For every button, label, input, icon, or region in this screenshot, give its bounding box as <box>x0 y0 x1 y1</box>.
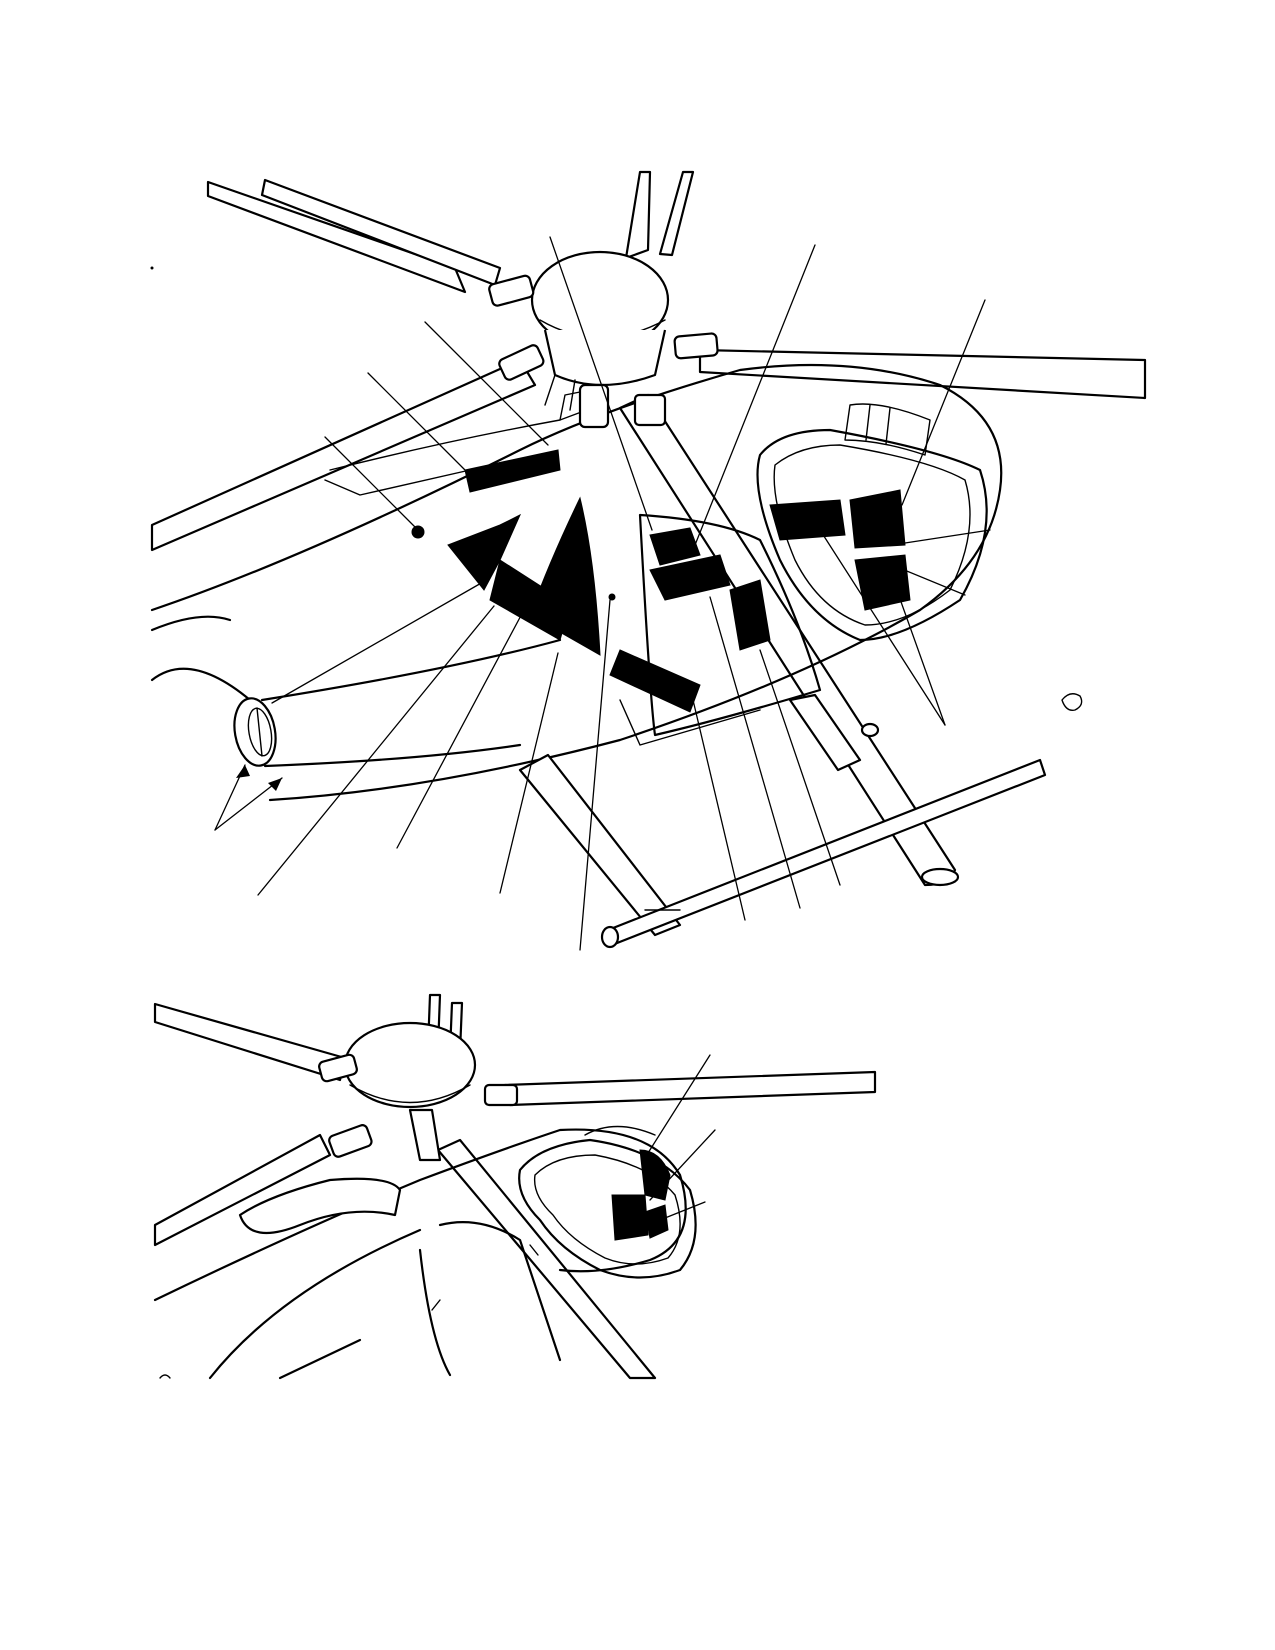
lower-view <box>153 993 877 1380</box>
lower-panel-3 <box>644 1204 669 1239</box>
blade-upper-left <box>206 180 467 294</box>
lower-black-panels <box>611 1149 671 1241</box>
lower-intake <box>238 1177 402 1235</box>
lower-panel-2 <box>611 1194 649 1241</box>
upper-leader-lines <box>214 236 991 951</box>
upper-landing-gear <box>518 693 1047 949</box>
upper-black-panels <box>411 449 911 713</box>
upper-rotor-hub <box>488 250 719 429</box>
panel-10 <box>849 489 906 549</box>
panel-5 <box>649 527 701 566</box>
upper-fuselage <box>150 363 1003 802</box>
lower-blade-left <box>153 1002 347 1082</box>
lower-leader-lines <box>647 1054 716 1221</box>
upper-rotor-blades <box>150 170 1147 887</box>
panel-11 <box>854 554 911 611</box>
canopy-outline <box>756 428 988 642</box>
blade-upper-left-2 <box>260 178 502 287</box>
panel-2 <box>447 513 522 591</box>
blade-tip-end <box>920 867 960 887</box>
blade-lower-right <box>618 393 957 887</box>
lower-fuselage <box>153 1125 697 1380</box>
panel-8 <box>609 649 701 713</box>
panel-1 <box>464 449 561 493</box>
speck <box>150 266 154 270</box>
lower-rotor-blades <box>153 993 877 1380</box>
lower-door <box>418 1221 562 1377</box>
blade-top-2 <box>658 170 695 257</box>
tail-boom-rim <box>233 697 277 767</box>
upper-view <box>150 170 1147 951</box>
skid-tube <box>606 758 1047 947</box>
panel-6 <box>649 554 731 601</box>
lower-blade-pole <box>436 1138 657 1380</box>
lower-panel-1 <box>639 1149 671 1201</box>
small-mark <box>1061 693 1083 711</box>
lower-blade-right <box>503 1070 877 1107</box>
panel-7 <box>729 579 771 651</box>
lower-hub-dome <box>343 1021 477 1109</box>
panel-9 <box>769 499 846 541</box>
panel-4 <box>529 496 601 656</box>
lower-canopy <box>518 1138 697 1279</box>
blade-top <box>624 170 652 260</box>
lower-blade-lower-left <box>153 1133 332 1247</box>
lower-rotor-hub <box>318 1021 519 1162</box>
blade-right <box>698 348 1147 400</box>
